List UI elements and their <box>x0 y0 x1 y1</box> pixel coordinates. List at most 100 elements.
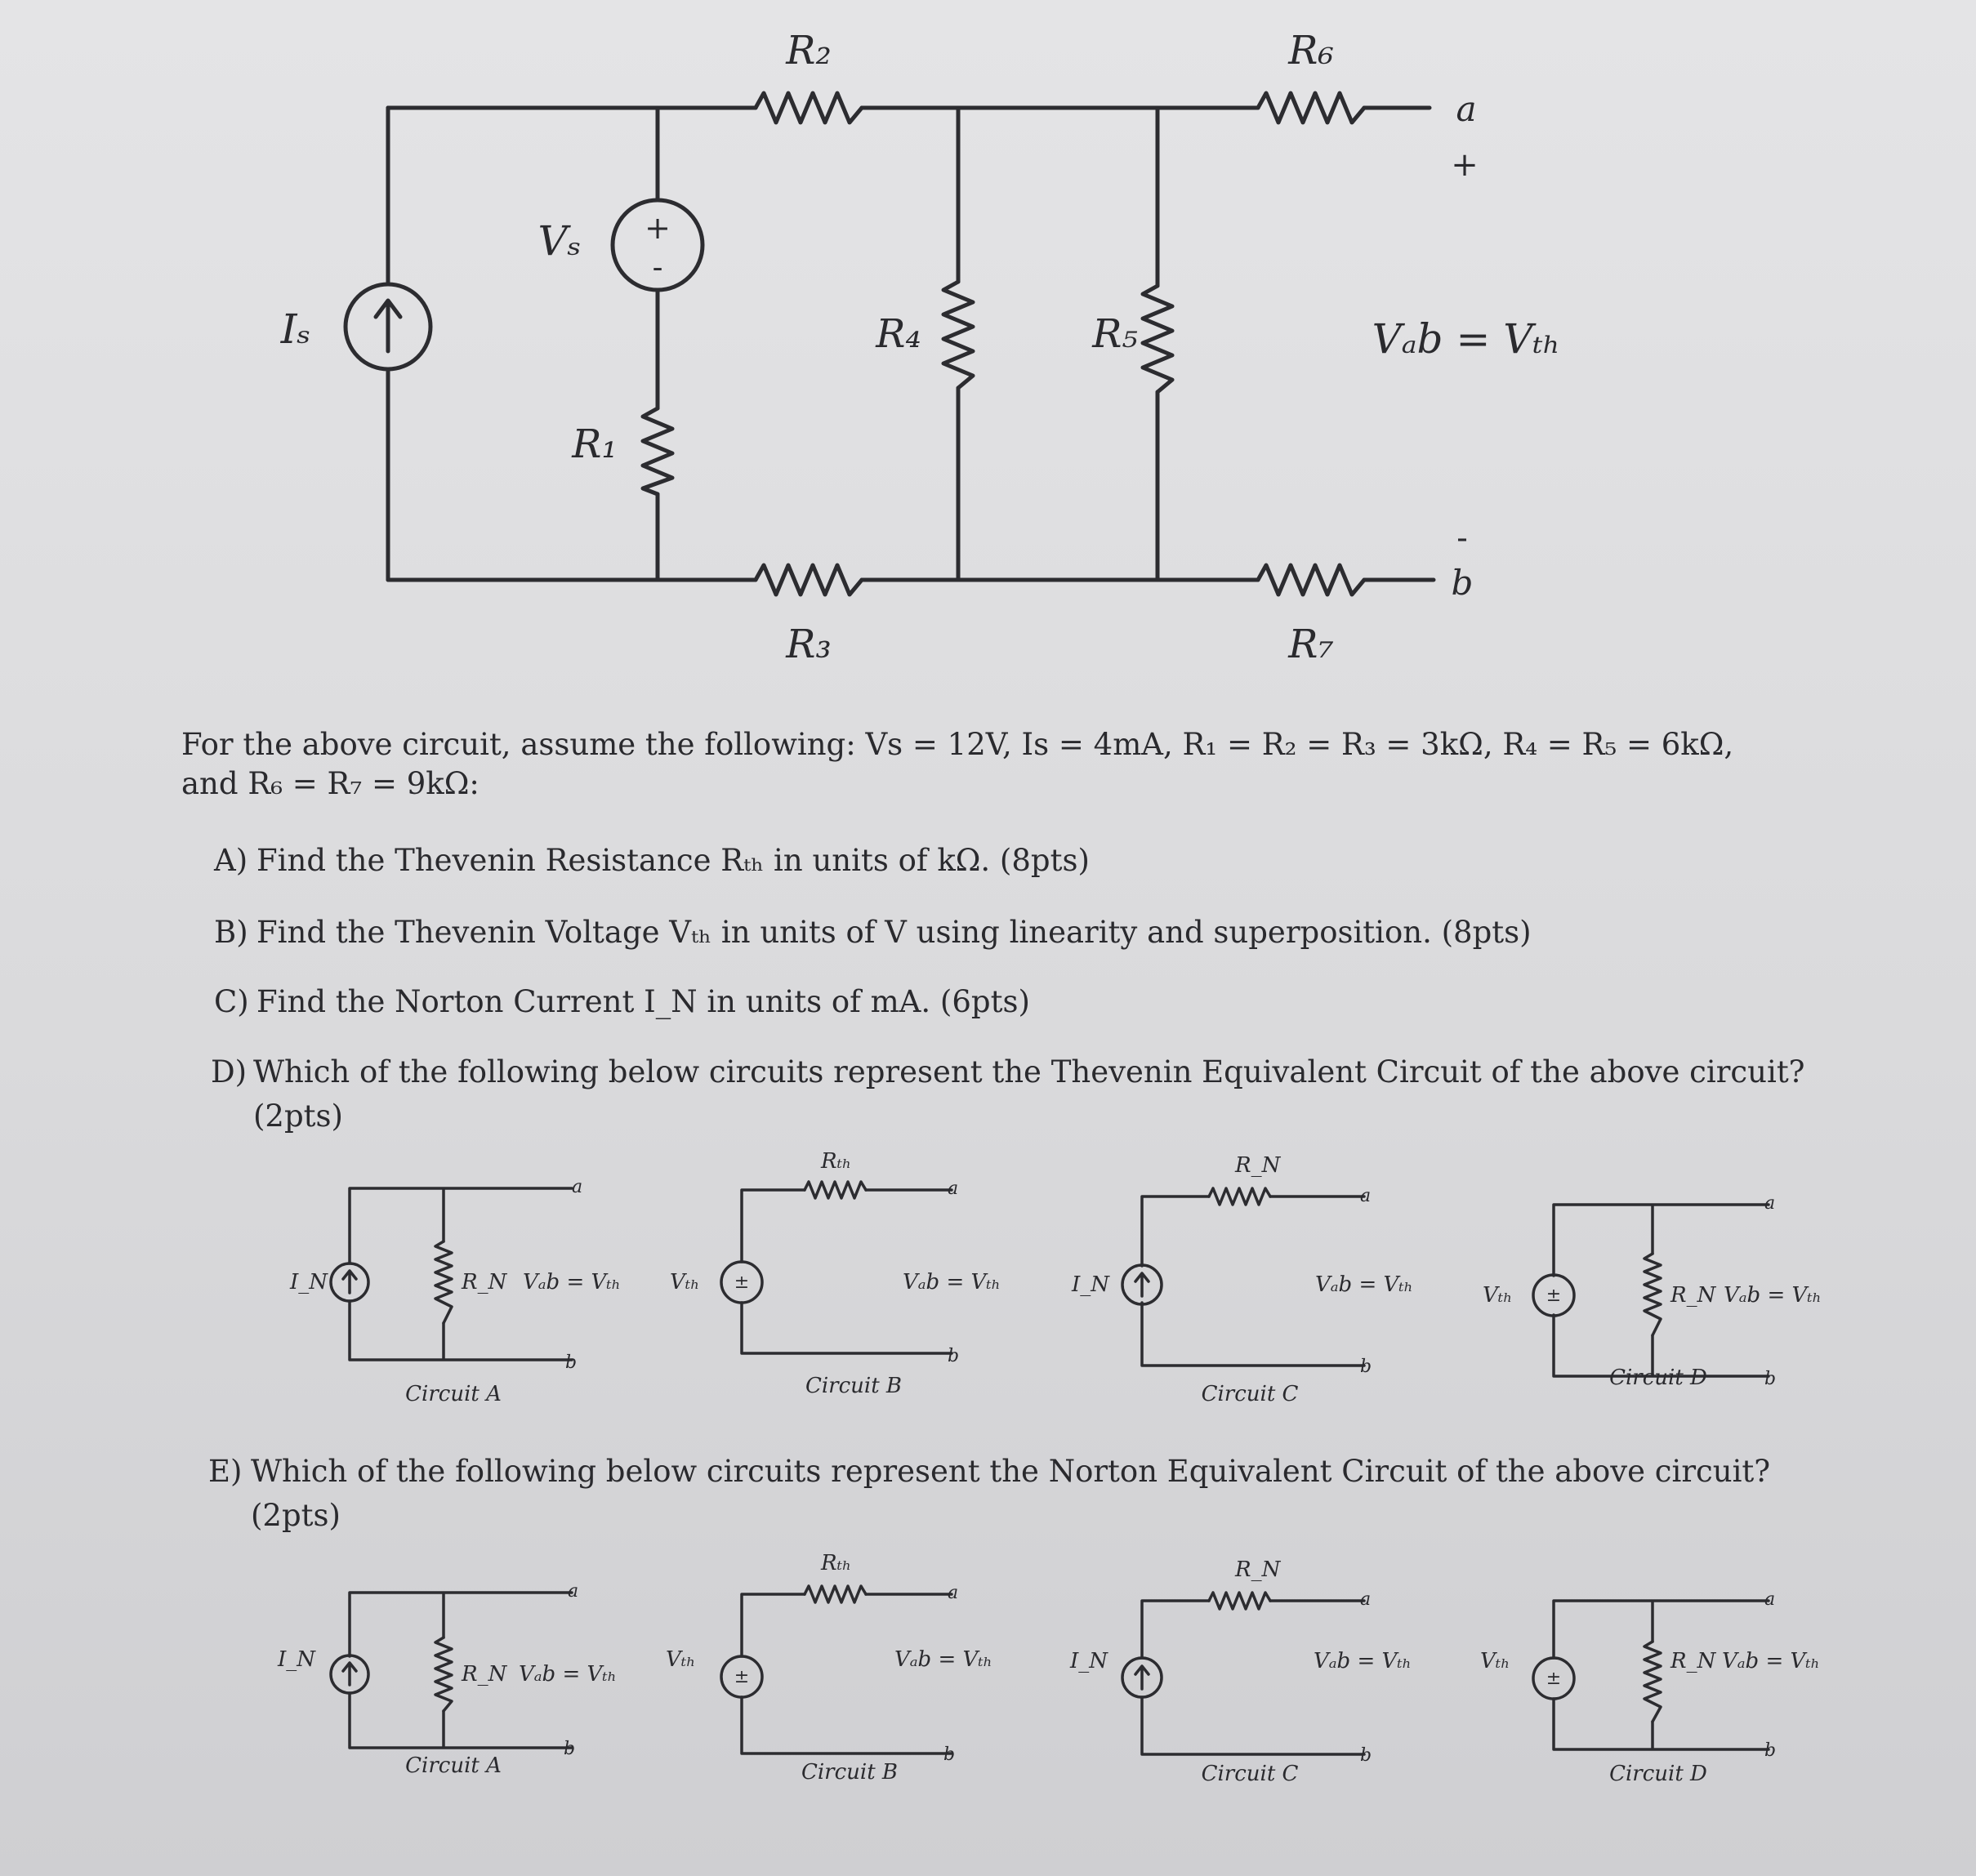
node-a-label: a <box>1456 89 1476 129</box>
label-r6: R₆ <box>1287 28 1333 74</box>
label-a: a <box>1360 1589 1371 1610</box>
question-c-letter: C) <box>214 984 249 1019</box>
current-source-in <box>329 1654 370 1695</box>
question-d: D)Which of the following below circuits … <box>211 1050 1805 1138</box>
option-circuit-a[interactable]: I_N R_N Vₐb = Vₜₕ a b Circuit A <box>289 1177 621 1406</box>
voltage-source-vs <box>610 198 705 292</box>
up-arrow-icon <box>1134 1272 1150 1298</box>
resistor-r1 <box>640 406 675 497</box>
label-r5: R₅ <box>1091 311 1137 357</box>
label-b: b <box>1360 1357 1372 1377</box>
current-source-in <box>329 1262 370 1303</box>
resistor-r3 <box>753 563 864 597</box>
label-a: a <box>1764 1589 1775 1610</box>
option-name-d: Circuit D <box>1609 1762 1707 1786</box>
resistor-rn <box>434 1636 453 1713</box>
label-vab: Vₐb = Vₜₕ <box>903 1270 1001 1294</box>
question-d-text: Which of the following below circuits re… <box>253 1054 1805 1090</box>
problem-intro-line1: For the above circuit, assume the follow… <box>181 727 1734 762</box>
label-a: a <box>572 1177 582 1197</box>
question-a-text: Find the Thevenin Resistance Rₜₕ in unit… <box>256 843 1090 878</box>
option-circuit-a[interactable]: I_N R_N Vₐb = Vₜₕ a b Circuit A <box>277 1581 617 1778</box>
resistor-rn <box>1643 1640 1662 1723</box>
label-rn: R_N <box>1234 1557 1282 1582</box>
voltage-source-vth <box>720 1260 764 1304</box>
label-a: a <box>1360 1186 1371 1206</box>
question-c: C)Find the Norton Current I_N in units o… <box>214 980 1030 1024</box>
option-circuit-d[interactable]: ± Vₜₕ R_N Vₐb = Vₜₕ a b Circuit D <box>1480 1589 1820 1786</box>
vab-equals-vth-label: Vₐb = Vₜₕ <box>1372 315 1561 363</box>
option-name-a: Circuit A <box>405 1382 502 1406</box>
question-b: B)Find the Thevenin Voltage Vₜₕ in units… <box>214 911 1532 955</box>
vth-source-polarity: ± <box>1546 1286 1561 1306</box>
resistor-rth <box>803 1584 868 1604</box>
problem-intro: For the above circuit, assume the follow… <box>181 725 1733 804</box>
label-rn: R_N <box>461 1662 508 1687</box>
problem-intro-line2: and R₆ = R₇ = 9kΩ: <box>181 766 480 802</box>
resistor-r2 <box>753 91 864 125</box>
label-rth: Rₜₕ <box>820 1149 851 1174</box>
main-circuit-diagram: R₂ R₆ R₃ R₇ R₄ R₅ R₁ Vₛ Iₛ + - a + Vₐb =… <box>280 28 1561 667</box>
label-vth: Vₜₕ <box>1483 1283 1512 1308</box>
option-circuit-c[interactable]: I_N R_N Vₐb = Vₜₕ a b Circuit C <box>1069 1557 1412 1786</box>
label-r3: R₃ <box>785 622 831 667</box>
node-b-minus: - <box>1456 519 1468 557</box>
voltage-source-vth <box>1532 1273 1576 1317</box>
resistor-rn <box>1207 1591 1272 1611</box>
label-b: b <box>1764 1740 1776 1761</box>
question-d-letter: D) <box>211 1054 248 1090</box>
label-vab: Vₐb = Vₜₕ <box>1724 1283 1822 1308</box>
label-is: Iₛ <box>280 305 311 353</box>
label-a: a <box>948 1583 958 1603</box>
node-b-label: b <box>1452 563 1474 603</box>
current-source-in <box>1121 1656 1163 1699</box>
up-arrow-icon <box>341 1269 358 1294</box>
resistor-rn <box>1207 1187 1272 1206</box>
label-b: b <box>565 1352 577 1373</box>
option-name-b: Circuit B <box>805 1374 902 1398</box>
label-r1: R₁ <box>571 421 617 467</box>
label-in: I_N <box>1069 1649 1108 1673</box>
option-circuit-d[interactable]: ± Vₜₕ R_N Vₐb = Vₜₕ a b Circuit D <box>1483 1193 1822 1390</box>
resistor-r4 <box>941 279 975 390</box>
label-rn: R_N <box>1670 1283 1717 1308</box>
resistor-rth <box>803 1180 868 1200</box>
vs-minus-sign: - <box>653 249 663 285</box>
option-circuit-c[interactable]: I_N R_N Vₐb = Vₜₕ a b Circuit C <box>1071 1153 1413 1406</box>
option-name-a: Circuit A <box>405 1753 502 1778</box>
label-vab: Vₐb = Vₜₕ <box>1722 1649 1820 1673</box>
question-e-letter: E) <box>208 1454 243 1489</box>
label-r4: R₄ <box>875 311 921 357</box>
label-in: I_N <box>1071 1272 1110 1297</box>
resistor-r6 <box>1256 91 1367 125</box>
voltage-source-vth <box>1532 1656 1576 1700</box>
question-b-letter: B) <box>214 915 248 950</box>
node-a-plus: + <box>1451 146 1479 184</box>
label-rth: Rₜₕ <box>820 1551 851 1575</box>
norton-options: I_N R_N Vₐb = Vₜₕ a b Circuit A ± Vₜₕ Rₜ… <box>277 1551 1820 1786</box>
question-e-points: (2pts) <box>251 1497 341 1533</box>
label-b: b <box>564 1739 575 1759</box>
current-source-is <box>343 282 433 372</box>
label-in: I_N <box>289 1270 328 1294</box>
label-rn: R_N <box>1670 1649 1717 1673</box>
label-vab: Vₐb = Vₜₕ <box>1314 1649 1412 1673</box>
question-b-text: Find the Thevenin Voltage Vₜₕ in units o… <box>256 915 1532 950</box>
option-name-c: Circuit C <box>1202 1762 1299 1786</box>
vth-source-polarity: ± <box>734 1272 749 1293</box>
resistor-r5 <box>1140 283 1175 394</box>
label-b: b <box>943 1745 955 1765</box>
up-arrow-icon <box>373 298 403 354</box>
label-in: I_N <box>277 1647 316 1672</box>
label-vab: Vₐb = Vₜₕ <box>523 1270 621 1294</box>
option-circuit-b[interactable]: ± Vₜₕ Rₜₕ Vₐb = Vₜₕ a b Circuit B <box>666 1551 992 1785</box>
option-circuit-b[interactable]: ± Vₜₕ Rₜₕ Vₐb = Vₜₕ a b Circuit B <box>670 1149 1001 1398</box>
label-r2: R₂ <box>785 28 831 74</box>
label-rn: R_N <box>461 1270 508 1294</box>
thevenin-options: I_N R_N Vₐb = Vₜₕ a b Circuit A ± Vₜₕ Rₜ… <box>289 1149 1822 1406</box>
question-a-letter: A) <box>214 843 248 878</box>
question-d-points: (2pts) <box>253 1098 343 1134</box>
label-vth: Vₜₕ <box>666 1647 695 1672</box>
option-name-d: Circuit D <box>1609 1366 1707 1390</box>
